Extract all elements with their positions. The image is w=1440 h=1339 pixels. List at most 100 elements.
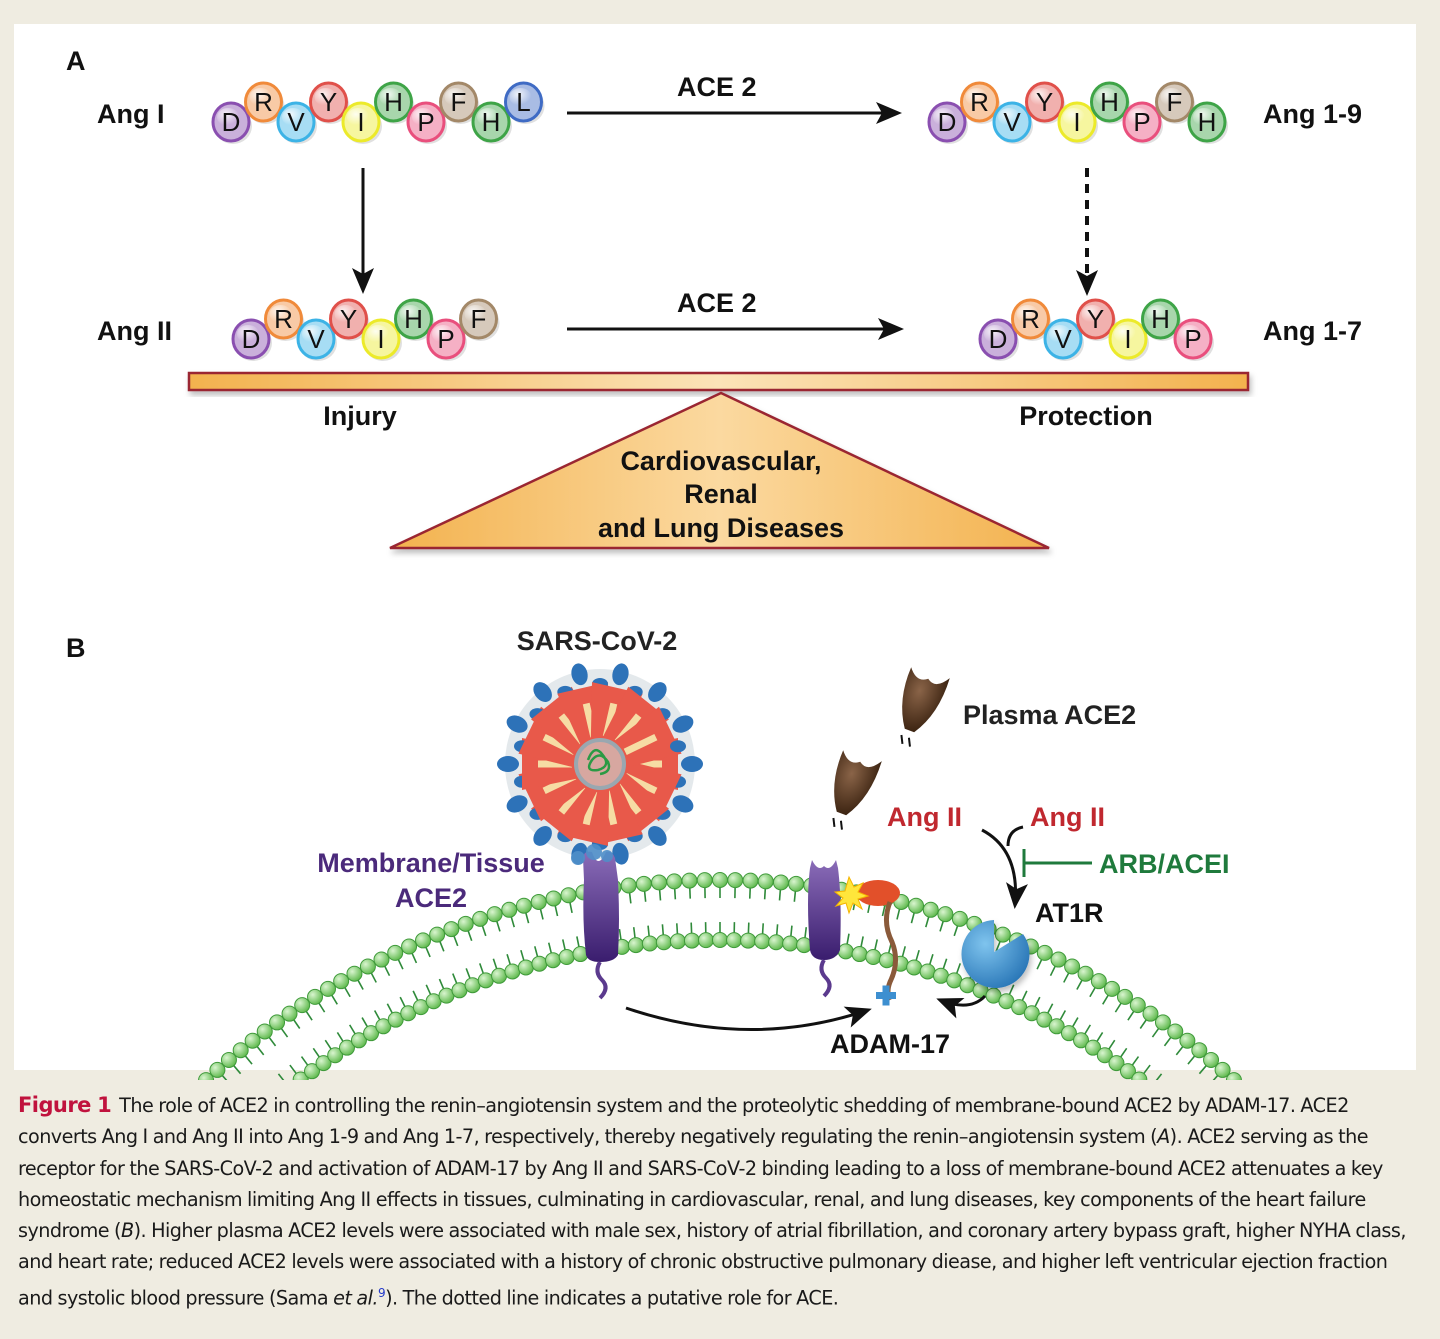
- svg-text:F: F: [471, 304, 487, 334]
- ace2-bottom-label: ACE 2: [677, 288, 757, 318]
- arb-acei-label: ARB/ACEI: [1099, 849, 1230, 879]
- balance-beam: [187, 371, 1250, 392]
- svg-text:P: P: [417, 107, 434, 137]
- svg-text:V: V: [287, 107, 305, 137]
- caption-text-2: ). ACE2 serving as the receptor for the …: [18, 1125, 1383, 1243]
- panel-a-label: A: [66, 46, 86, 76]
- svg-text:I: I: [1073, 107, 1080, 137]
- svg-text:V: V: [1054, 324, 1072, 354]
- residue-f: F: [1155, 81, 1196, 124]
- svg-text:D: D: [242, 324, 261, 354]
- svg-text:H: H: [1151, 304, 1170, 334]
- ang19-label: Ang 1-9: [1263, 99, 1362, 129]
- svg-text:R: R: [274, 304, 293, 334]
- ang2-left-label: Ang II: [887, 802, 962, 832]
- residue-v: V: [1043, 318, 1084, 361]
- ang17-label: Ang 1-7: [1263, 316, 1362, 346]
- caption-ref-b: B: [120, 1219, 134, 1243]
- residue-p: P: [1173, 318, 1214, 361]
- svg-text:D: D: [938, 107, 957, 137]
- fulcrum-line-2: Renal: [684, 479, 758, 509]
- at1r-label: AT1R: [1035, 898, 1104, 928]
- residue-d: D: [978, 318, 1019, 361]
- residue-i: I: [1108, 318, 1149, 361]
- residue-y: Y: [1025, 81, 1066, 124]
- residue-h: H: [1141, 298, 1182, 341]
- protection-label: Protection: [1019, 401, 1153, 431]
- residue-f: F: [439, 81, 480, 124]
- residue-r: R: [244, 81, 285, 124]
- residue-y: Y: [1076, 298, 1117, 341]
- residue-v: V: [276, 101, 317, 144]
- svg-text:D: D: [222, 107, 241, 137]
- residue-d: D: [231, 318, 272, 361]
- residue-r: R: [264, 298, 305, 341]
- ang2-label: Ang II: [97, 316, 172, 346]
- fulcrum-line-3: and Lung Diseases: [598, 513, 844, 543]
- injury-label: Injury: [323, 401, 397, 431]
- residue-i: I: [341, 101, 382, 144]
- svg-text:H: H: [482, 107, 501, 137]
- caption-text-1: The role of ACE2 in controlling the reni…: [18, 1094, 1349, 1149]
- adam17-activation-plus-icon: [876, 985, 896, 1006]
- ang1-label: Ang I: [97, 99, 165, 129]
- cleaved-membrane-ace2-icon: [808, 860, 841, 998]
- svg-text:Y: Y: [320, 87, 337, 117]
- fulcrum-triangle: [389, 391, 1050, 550]
- membrane-ace2-label-line1: Membrane/Tissue: [317, 848, 545, 878]
- svg-text:P: P: [1133, 107, 1150, 137]
- residue-i: I: [361, 318, 402, 361]
- svg-text:H: H: [404, 304, 423, 334]
- svg-text:H: H: [1198, 107, 1217, 137]
- caption-etal: et al.: [333, 1286, 378, 1310]
- svg-text:V: V: [1003, 107, 1021, 137]
- svg-text:Y: Y: [340, 304, 357, 334]
- ang2-right-label: Ang II: [1030, 802, 1105, 832]
- figure-number: Figure 1: [18, 1093, 112, 1117]
- ang2-merge-arrow: [1006, 825, 1024, 847]
- residue-v: V: [296, 318, 337, 361]
- svg-text:F: F: [1167, 87, 1183, 117]
- residue-d: D: [211, 101, 252, 144]
- svg-text:R: R: [970, 87, 989, 117]
- at1r-receptor-icon: [961, 920, 1030, 988]
- cell-membrane-bilayer: [198, 872, 1242, 1080]
- citation-link[interactable]: 9: [377, 1285, 386, 1300]
- svg-text:L: L: [516, 87, 530, 117]
- svg-text:H: H: [384, 87, 403, 117]
- caption-text-4: ). The dotted line indicates a putative …: [385, 1286, 839, 1310]
- plasma-ace2-label: Plasma ACE2: [963, 700, 1136, 730]
- svg-text:R: R: [1021, 304, 1040, 334]
- residue-h: H: [1090, 81, 1131, 124]
- svg-text:I: I: [357, 107, 364, 137]
- residue-p: P: [426, 318, 467, 361]
- residue-i: I: [1057, 101, 1098, 144]
- panel-b-label: B: [66, 633, 86, 663]
- fulcrum-line-1: Cardiovascular,: [620, 446, 821, 476]
- residue-d: D: [927, 101, 968, 144]
- svg-text:V: V: [307, 324, 325, 354]
- membrane-ace2-label-line2: ACE2: [395, 883, 467, 913]
- shed-ace2-icon: [832, 750, 882, 830]
- plasma-ace2-icon: [900, 667, 950, 747]
- svg-text:I: I: [377, 324, 384, 354]
- caption-ref-a: A: [1157, 1125, 1170, 1149]
- svg-text:I: I: [1124, 324, 1131, 354]
- residue-h: H: [471, 101, 512, 144]
- residue-r: R: [960, 81, 1001, 124]
- svg-text:Y: Y: [1087, 304, 1104, 334]
- ace2-binding-activation-arrow: [625, 1006, 872, 1031]
- residue-h: H: [394, 298, 435, 341]
- svg-text:P: P: [1184, 324, 1201, 354]
- svg-text:R: R: [254, 87, 273, 117]
- svg-text:P: P: [437, 324, 454, 354]
- adam17-label: ADAM-17: [830, 1029, 950, 1059]
- residue-y: Y: [329, 298, 370, 341]
- residue-p: P: [1122, 101, 1163, 144]
